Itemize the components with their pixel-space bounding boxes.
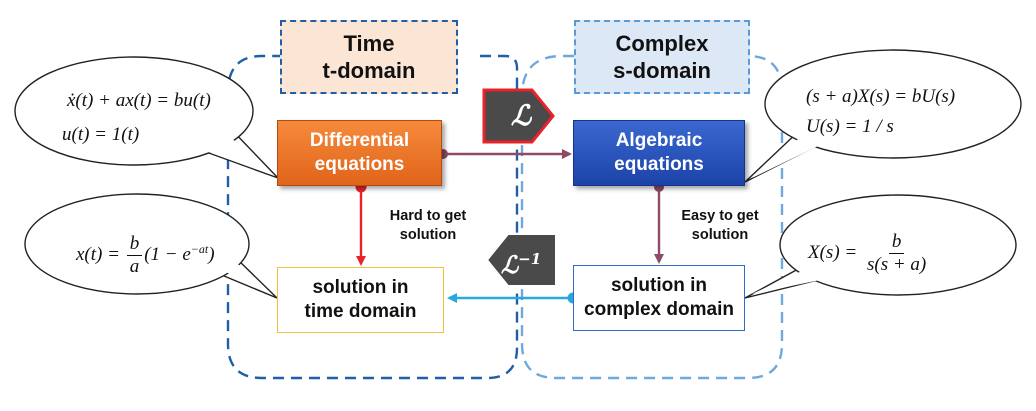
time-solution-fraction: b a [126,233,143,278]
s-solution-speech-bubble [744,194,1017,299]
s-solution-numerator: b [888,231,905,254]
time-solution-numerator: b [126,233,143,256]
inverse-laplace-exponent: −1 [518,250,542,268]
s-solution-equation: X(s) = b s(s + a) [808,231,931,276]
s-domain-input: U(s) = 1 / s [806,116,894,137]
time-domain-solution-box: solution in time domain [277,267,444,333]
easy-note-line1: Easy to get [681,208,759,224]
complex-title-line2: s-domain [613,58,711,83]
input-equation: u(t) = 1(t) [62,124,140,145]
complex-domain-solution-box: solution in complex domain [573,265,745,331]
laplace-tag [482,88,555,144]
inverse-laplace-arrow [447,292,579,304]
inverse-laplace-letter: ℒ [500,250,519,279]
time-solution-paren-open: (1 − e [144,244,191,266]
s-solution-fraction: b s(s + a) [864,231,929,276]
time-solution-equation: x(t) = b a (1 − e−at) [76,233,215,278]
time-solution-line1: solution in [312,277,409,299]
complex-solution-line1: solution in [610,275,708,297]
easy-solution-arrow [654,182,664,264]
hard-note-line2: solution [399,226,457,243]
algebraic-line2: equations [614,154,704,175]
easy-note-line2: solution [691,226,749,243]
inverse-laplace-tag [485,233,557,287]
complex-domain-title: Complex s-domain [574,20,750,94]
time-solution-exponent: −at [190,241,209,256]
s-equation-speech-bubble [744,49,1022,183]
hard-to-get-solution-note: Hard to get solution [378,207,478,245]
hard-solution-arrow [355,181,367,266]
easy-to-get-solution-note: Easy to get solution [672,207,768,245]
time-solution-paren-close: ) [208,244,215,266]
inverse-laplace-symbol: ℒ−1 [493,239,549,279]
time-domain-title: Time t-domain [280,20,458,94]
differential-equations-box: Differential equations [277,120,442,186]
ode-equation: ẋ(t) + ax(t) = bu(t) [67,90,211,111]
time-solution-speech-bubble [24,193,278,299]
complex-solution-line2: complex domain [584,299,734,320]
complex-title-line1: Complex [615,30,709,56]
differential-line1: Differential [309,130,410,152]
algebraic-line1: Algebraic [615,130,703,152]
time-solution-line2: time domain [304,301,417,322]
s-domain-equation: (s + a)X(s) = bU(s) [806,86,956,107]
laplace-arrow [438,149,572,159]
time-title-line1: Time [343,30,395,56]
time-solution-lhs: x(t) = [76,244,120,266]
algebraic-equations-box: Algebraic equations [573,120,745,186]
time-domain-region [226,54,519,380]
differential-line2: equations [314,154,405,175]
ode-speech-bubble [14,56,279,179]
time-title-line2: t-domain [322,58,416,83]
hard-note-line1: Hard to get [389,208,467,224]
s-solution-denominator: s(s + a) [866,253,927,275]
complex-domain-region [520,54,784,380]
s-solution-lhs: X(s) = [808,242,858,264]
laplace-symbol: ℒ [510,99,532,132]
time-solution-denominator: a [129,255,140,277]
